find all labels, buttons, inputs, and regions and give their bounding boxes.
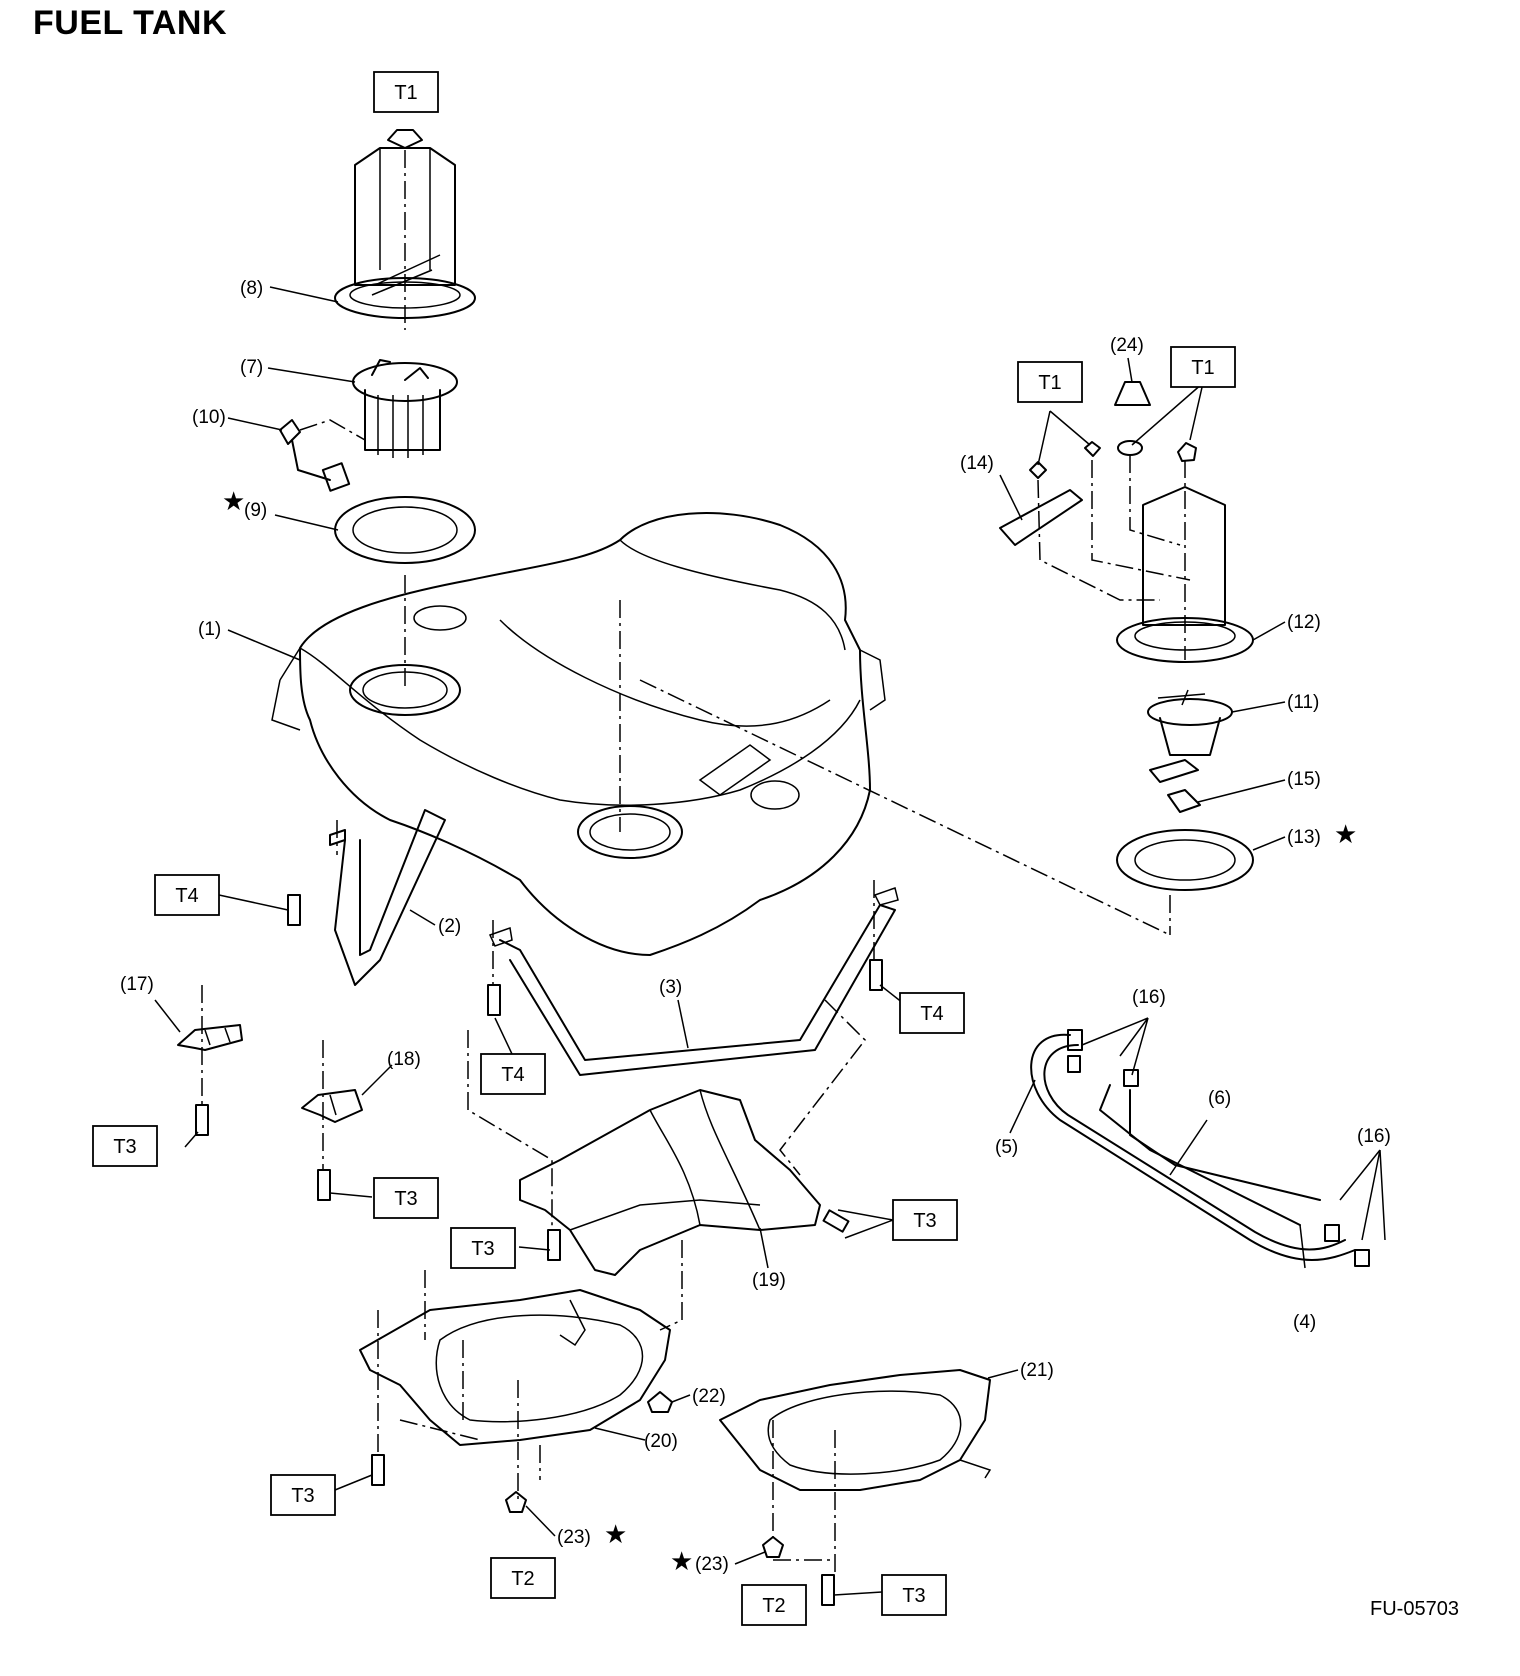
svg-text:T1: T1 <box>1191 357 1214 379</box>
callout-13: (13) <box>1287 827 1321 848</box>
part-7-fuel-pump <box>352 359 458 458</box>
callout-7: (7) <box>240 357 263 378</box>
assembly-lines <box>201 150 1191 1575</box>
part-3-rear-strap <box>488 887 899 1076</box>
callout-3: (3) <box>659 977 682 998</box>
part-11-sub-pump <box>1147 689 1233 756</box>
callout-5: (5) <box>995 1137 1018 1158</box>
callout-23-left: (23) <box>557 1527 591 1548</box>
part-19-protector <box>519 1089 821 1276</box>
callout-16-top: (16) <box>1132 987 1166 1008</box>
part-9-gasket <box>334 496 476 564</box>
torque-label-t3-protector19-right: T3 <box>892 1199 958 1241</box>
callout-1: (1) <box>198 619 221 640</box>
torque-label-t1-top: T1 <box>373 71 439 113</box>
torque-label-t3-bracket18: T3 <box>373 1177 439 1219</box>
callout-24: (24) <box>1110 335 1144 356</box>
svg-text:T4: T4 <box>920 1003 943 1025</box>
star-icon-23-left: ★ <box>604 1520 627 1550</box>
star-icon-13: ★ <box>1334 820 1357 850</box>
torque-label-t1-left: T1 <box>1017 361 1083 403</box>
callout-6: (6) <box>1208 1088 1231 1109</box>
star-icon-9: ★ <box>222 487 245 517</box>
callout-23-right: (23) <box>695 1554 729 1575</box>
torque-label-t4-center: T4 <box>480 1053 546 1095</box>
callout-9: (9) <box>244 500 267 521</box>
part-20-protector <box>359 1289 671 1446</box>
callout-16-right: (16) <box>1357 1126 1391 1147</box>
torque-label-t4-left: T4 <box>154 874 220 916</box>
part-4-5-6-fuel-lines <box>1030 1029 1370 1267</box>
torque-label-t3-protector19-left: T3 <box>450 1227 516 1269</box>
callout-20: (20) <box>644 1431 678 1452</box>
callout-10: (10) <box>192 407 226 428</box>
torque-label-t2-protector21: T2 <box>741 1584 807 1626</box>
torque-label-t2-protector20: T2 <box>490 1557 556 1599</box>
part-21-protector <box>719 1369 992 1491</box>
callout-22: (22) <box>692 1386 726 1407</box>
svg-text:T3: T3 <box>291 1485 314 1507</box>
callout-2: (2) <box>438 916 461 937</box>
callout-8: (8) <box>240 278 263 299</box>
part-13-gasket <box>1116 829 1254 891</box>
svg-text:T2: T2 <box>511 1568 534 1590</box>
callout-12: (12) <box>1287 612 1321 633</box>
svg-text:T3: T3 <box>113 1136 136 1158</box>
svg-text:T4: T4 <box>501 1064 524 1086</box>
figure-id: FU-05703 <box>1370 1598 1459 1620</box>
svg-text:T3: T3 <box>471 1238 494 1260</box>
leader-lines <box>154 286 1386 1596</box>
svg-text:T3: T3 <box>394 1188 417 1210</box>
callout-15: (15) <box>1287 769 1321 790</box>
torque-label-t3-protector20: T3 <box>270 1474 336 1516</box>
callout-14: (14) <box>960 453 994 474</box>
diagram-title: FUEL TANK <box>33 4 228 42</box>
part-10-level-sender <box>279 419 366 492</box>
torque-label-t1-right: T1 <box>1170 346 1236 388</box>
star-icon-23-right: ★ <box>670 1547 693 1577</box>
callout-17: (17) <box>120 974 154 995</box>
part-17-bracket <box>177 1024 243 1051</box>
torque-label-t3-protector21: T3 <box>881 1574 947 1616</box>
svg-text:T2: T2 <box>762 1595 785 1617</box>
svg-text:T1: T1 <box>394 82 417 104</box>
svg-text:T3: T3 <box>913 1210 936 1232</box>
callout-18: (18) <box>387 1049 421 1070</box>
svg-text:T1: T1 <box>1038 372 1061 394</box>
callout-11: (11) <box>1287 692 1319 713</box>
callout-4: (4) <box>1293 1312 1316 1333</box>
callout-21: (21) <box>1020 1360 1054 1381</box>
part-15-filter <box>1149 759 1201 813</box>
callout-19: (19) <box>752 1270 786 1291</box>
torque-label-t3-bracket17: T3 <box>92 1125 158 1167</box>
part-18-bracket <box>301 1089 363 1123</box>
part-14-bracket <box>999 441 1101 546</box>
part-1-fuel-tank <box>271 512 886 956</box>
svg-text:T3: T3 <box>902 1585 925 1607</box>
part-2-left-strap <box>329 809 446 986</box>
torque-label-t4-right: T4 <box>899 992 965 1034</box>
svg-text:T4: T4 <box>175 885 198 907</box>
